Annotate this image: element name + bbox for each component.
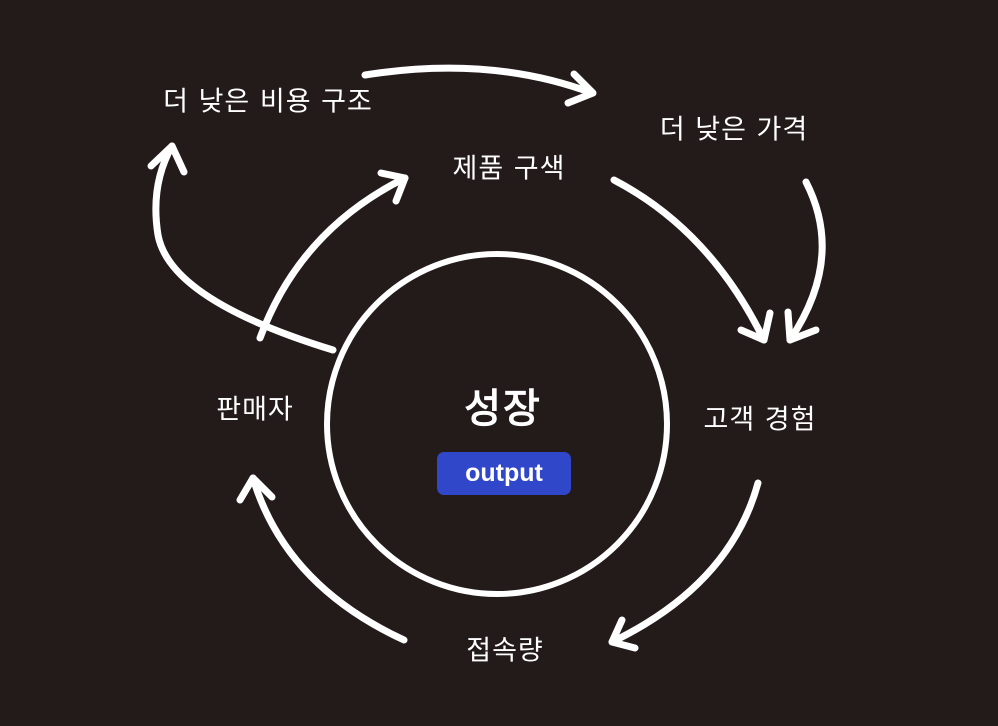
output-badge: output — [437, 452, 571, 495]
arrow-sellers-to-selection — [256, 169, 409, 342]
node-traffic: 접속량 — [466, 636, 544, 667]
arrow-selection-to-experience — [610, 176, 774, 344]
node-customer-experience: 고객 경험 — [704, 405, 817, 436]
arrow-sellers-to-cost — [147, 142, 337, 354]
arrow-cost-to-price — [361, 64, 597, 107]
arrow-experience-to-traffic — [608, 479, 762, 652]
node-lower-price: 더 낮은 가격 — [660, 115, 808, 146]
center-title: 성장 — [464, 386, 542, 432]
node-selection: 제품 구색 — [453, 154, 566, 185]
arrow-price-to-experience — [784, 178, 826, 344]
node-sellers: 판매자 — [216, 395, 294, 426]
arrow-traffic-to-sellers — [236, 474, 408, 644]
growth-circle — [324, 251, 670, 597]
node-lower-cost: 더 낮은 비용 구조 — [163, 87, 373, 118]
